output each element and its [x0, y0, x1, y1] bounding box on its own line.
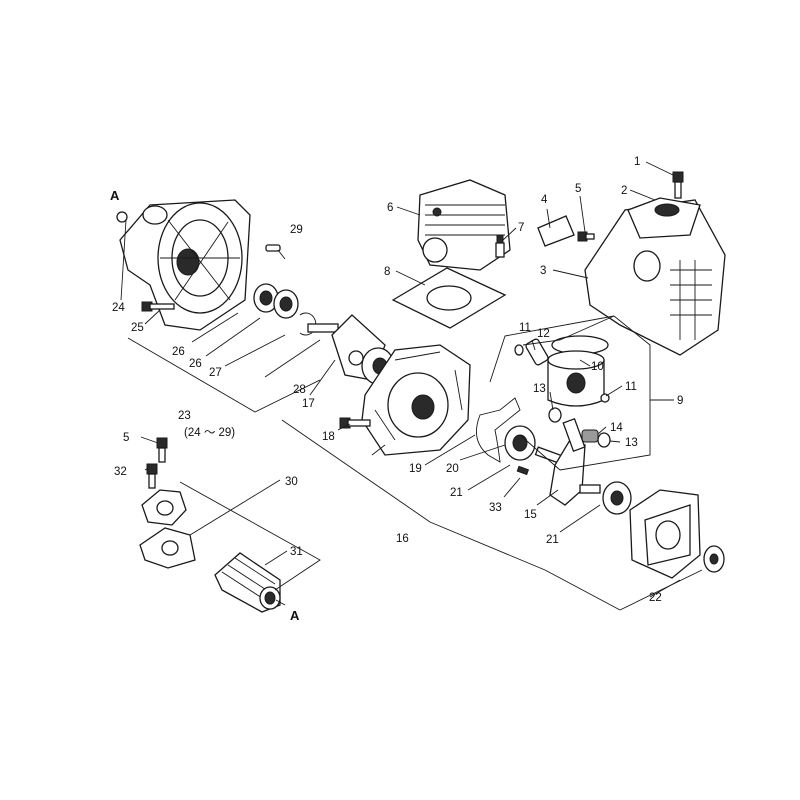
washer-13a	[548, 407, 562, 423]
callout-21-lower: 21	[546, 534, 559, 546]
callout-26-lower: 26	[189, 358, 202, 370]
callout-17: 17	[302, 398, 315, 410]
callout-31: 31	[290, 546, 303, 558]
bolt-25	[141, 301, 175, 312]
callout-18: 18	[322, 431, 335, 443]
insulator-4	[537, 215, 575, 247]
cylinder-6	[417, 179, 511, 271]
reference-a-bottom: A	[290, 608, 300, 623]
bolt-5-left	[156, 437, 168, 463]
callout-28: 28	[293, 384, 306, 396]
callout-32: 32	[114, 466, 127, 478]
piston-pin-12	[525, 338, 549, 366]
callout-9: 9	[677, 395, 683, 407]
callout-25: 25	[131, 322, 144, 334]
callout-5-top: 5	[575, 183, 581, 195]
callout-15: 15	[524, 509, 537, 521]
callout-11-right: 11	[625, 381, 637, 393]
callout-22: 22	[649, 592, 662, 604]
bolt-18	[339, 417, 371, 429]
callout-14: 14	[610, 422, 623, 434]
callout-1: 1	[634, 156, 640, 168]
callout-11-left: 11	[519, 322, 531, 334]
piston-10	[547, 335, 609, 407]
leader-lines	[120, 161, 703, 611]
callout-7: 7	[518, 222, 524, 234]
reference-a-top: A	[110, 188, 120, 203]
callout-2: 2	[621, 185, 627, 197]
callout-8: 8	[384, 266, 390, 278]
fan-housing	[119, 199, 251, 331]
key-33	[516, 465, 530, 476]
fan-cover-3	[584, 197, 726, 356]
callout-6: 6	[387, 202, 393, 214]
callout-13-left: 13	[533, 383, 546, 395]
callout-13-right: 13	[625, 437, 638, 449]
callout-23: 23	[178, 410, 191, 422]
callout-12: 12	[537, 328, 550, 340]
bolt-5-top	[577, 231, 595, 242]
callout-21-upper: 21	[450, 487, 463, 499]
gasket-19	[475, 397, 521, 463]
bolt-32	[146, 463, 158, 489]
circlip-a	[116, 211, 128, 223]
rubber-boot-31	[214, 552, 281, 613]
spark-plug-7	[495, 234, 505, 258]
callout-23-range: (24 ～ 29)	[184, 427, 235, 439]
bearing-20	[504, 425, 536, 461]
crankcase-17	[361, 344, 471, 456]
circlip-11a	[514, 344, 524, 356]
bearing-21	[602, 481, 632, 515]
crankshaft-15	[534, 418, 601, 506]
clamp-30	[139, 489, 196, 569]
circlip-11b	[600, 393, 610, 403]
bolt-1	[672, 171, 684, 199]
bearing-26	[253, 283, 299, 319]
callout-29: 29	[290, 224, 303, 236]
callout-19: 19	[409, 463, 422, 475]
callout-16: 16	[396, 533, 409, 545]
callout-3: 3	[540, 265, 546, 277]
callout-26-upper: 26	[172, 346, 185, 358]
pin-29	[265, 244, 281, 252]
needle-bearing-14	[581, 429, 599, 443]
washer-13b	[597, 432, 611, 448]
callout-33: 33	[489, 502, 502, 514]
crankcase-22	[629, 489, 725, 579]
callout-5-left: 5	[123, 432, 129, 444]
callout-10: 10	[591, 361, 604, 373]
callout-30: 30	[285, 476, 298, 488]
gasket-8	[391, 267, 507, 329]
callout-20: 20	[446, 463, 459, 475]
callout-24: 24	[112, 302, 125, 314]
callout-27: 27	[209, 367, 222, 379]
callout-4: 4	[541, 194, 548, 206]
